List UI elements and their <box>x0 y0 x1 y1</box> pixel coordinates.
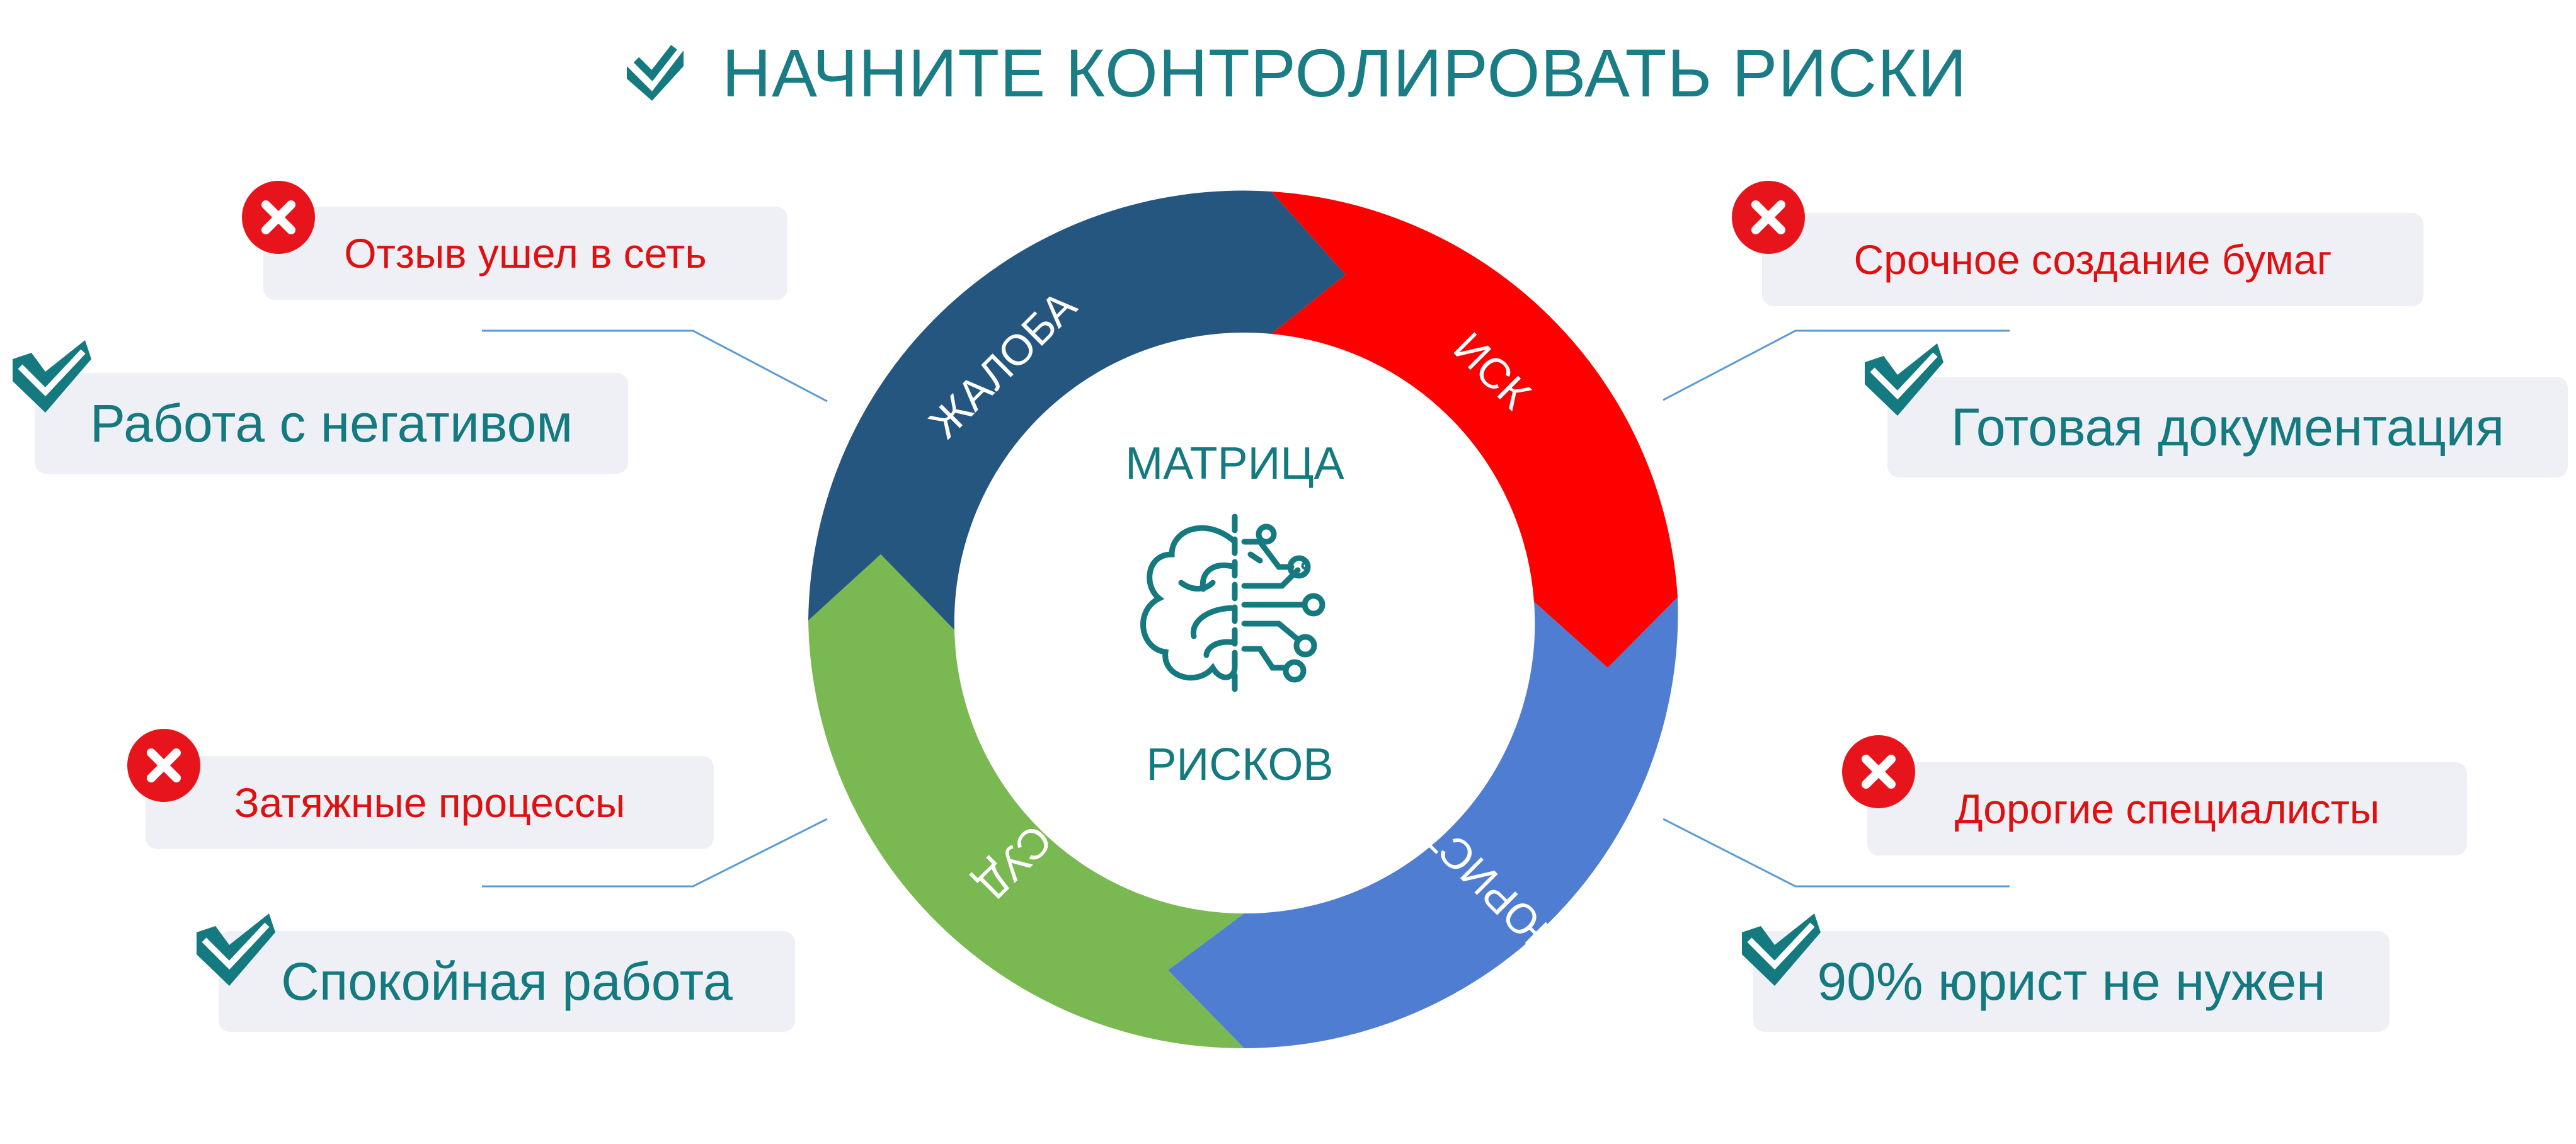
segment-sud <box>808 554 1244 1049</box>
check-icon <box>627 45 684 101</box>
x-icon <box>242 181 315 254</box>
page-title-row: НАЧНИТЕ КОНТРОЛИРОВАТЬ РИСКИ <box>624 25 1967 120</box>
check-icon <box>1865 343 1943 416</box>
problem-box-1: Отзыв ушел в сеть <box>263 207 787 300</box>
solution-box-1: Работа с негативом <box>35 373 628 474</box>
connector-top-right <box>1663 329 2010 401</box>
problem-text: Отзыв ушел в сеть <box>344 230 707 277</box>
center-label-top: МАТРИЦА <box>1125 438 1344 489</box>
x-icon <box>1842 735 1915 808</box>
connector-top-left <box>482 329 828 403</box>
solution-box-3: Спокойная работа <box>219 931 795 1032</box>
segment-isk <box>1271 192 1678 668</box>
brain-circuit-icon <box>1140 513 1325 696</box>
solution-text: Готовая документация <box>1950 397 2505 457</box>
segment-yuristy <box>1168 597 1678 1048</box>
x-icon <box>127 729 200 802</box>
solution-box-4: 90% юрист не нужен <box>1753 931 2390 1032</box>
segment-zhaloba <box>808 190 1346 630</box>
center-label-bottom: РИСКОВ <box>1147 740 1334 790</box>
check-icon <box>13 340 91 413</box>
connector-bottom-left <box>482 818 828 888</box>
connector-bottom-right <box>1663 818 2010 888</box>
page-title: НАЧНИТЕ КОНТРОЛИРОВАТЬ РИСКИ <box>722 34 1967 111</box>
x-icon <box>1732 181 1805 254</box>
problem-text: Срочное создание бумаг <box>1853 236 2332 283</box>
problem-box-2: Срочное создание бумаг <box>1762 213 2424 306</box>
check-icon <box>1742 913 1821 986</box>
solution-text: Спокойная работа <box>281 951 733 1011</box>
problem-box-4: Дорогие специалисты <box>1867 762 2467 855</box>
problem-box-3: Затяжные процессы <box>146 756 714 849</box>
solution-text: 90% юрист не нужен <box>1817 951 2326 1011</box>
connector-lines <box>482 329 2010 888</box>
check-icon <box>197 913 275 986</box>
solution-box-2: Готовая документация <box>1887 377 2568 478</box>
solution-text: Работа с негативом <box>89 393 573 453</box>
problem-text: Дорогие специалисты <box>1954 786 2380 832</box>
problem-text: Затяжные процессы <box>234 779 626 826</box>
